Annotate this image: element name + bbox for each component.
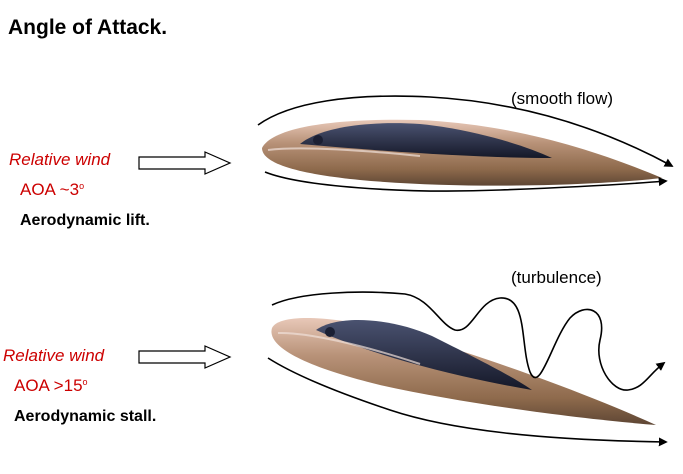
stall-caption: Aerodynamic stall. xyxy=(14,408,157,425)
relative-wind-label-1: Relative wind xyxy=(9,150,111,169)
lift-caption: Aerodynamic lift. xyxy=(20,212,150,229)
page-title: Angle of Attack. xyxy=(8,16,168,39)
aoa-value-2: AOA >15 xyxy=(14,376,83,395)
degree-mark-2: o xyxy=(82,377,88,387)
relative-wind-label-2: Relative wind xyxy=(3,346,105,365)
aoa-label-1: AOA ~3o xyxy=(20,180,84,200)
airfoil-high-aoa xyxy=(271,318,656,425)
degree-mark-1: o xyxy=(79,181,85,191)
upper-streamline-smooth xyxy=(257,95,674,167)
lower-streamline-smooth xyxy=(264,171,668,192)
upper-streamline-turbulent xyxy=(271,291,666,391)
aoa-label-2: AOA >15o xyxy=(14,376,88,396)
smooth-flow-note: (smooth flow) xyxy=(511,89,614,108)
turbulence-note: (turbulence) xyxy=(511,268,602,287)
airfoil-low-aoa xyxy=(262,119,662,186)
relative-wind-arrow-1 xyxy=(138,151,232,175)
aoa-value-1: AOA ~3 xyxy=(20,180,80,199)
relative-wind-arrow-2 xyxy=(138,345,232,369)
lower-streamline-turbulent xyxy=(267,357,668,447)
